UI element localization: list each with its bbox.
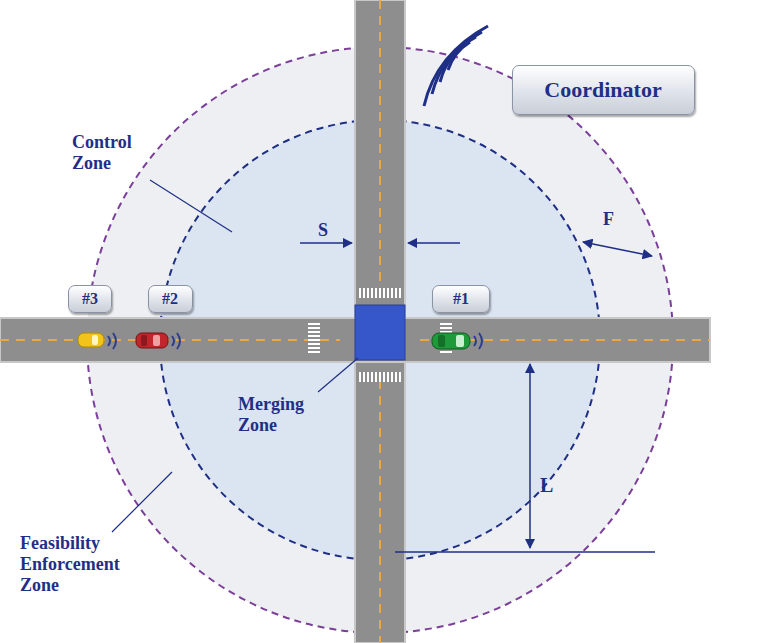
crosswalk-stripe	[359, 288, 361, 298]
crosswalk-stripe	[440, 323, 452, 325]
crosswalk-stripe	[383, 372, 385, 382]
crosswalk-stripe	[371, 288, 373, 298]
crosswalk-stripe	[399, 372, 401, 382]
vehicle-number: #1	[453, 290, 469, 308]
crosswalk-stripe	[363, 288, 365, 298]
crosswalks	[308, 288, 452, 382]
vehicle-tag: #1	[432, 285, 490, 313]
crosswalk-stripe	[387, 288, 389, 298]
dimension-label: S	[318, 220, 338, 241]
crosswalk-stripe	[391, 372, 393, 382]
vehicle-number: #2	[162, 290, 178, 308]
vehicle-tag: #2	[148, 285, 193, 313]
car-signals	[108, 333, 482, 349]
leader-lines	[112, 180, 358, 532]
crosswalk-stripe	[308, 323, 320, 325]
dimension-label: L	[540, 474, 560, 497]
crosswalk-stripe	[308, 343, 320, 345]
zone-label: Merging Zone	[238, 394, 338, 436]
crosswalk-stripe	[359, 372, 361, 382]
zone-label: Control Zone	[72, 132, 172, 174]
crosswalk-stripe	[375, 372, 377, 382]
cars	[78, 333, 470, 349]
crosswalk-stripe	[383, 288, 385, 298]
crosswalk-stripe	[379, 372, 381, 382]
crosswalk-stripe	[391, 288, 393, 298]
crosswalk-stripe	[440, 351, 452, 353]
crosswalk-stripe	[440, 327, 452, 329]
crosswalk-stripe	[367, 288, 369, 298]
coordinator-box: Coordinator	[512, 65, 695, 115]
coordinator-signal	[424, 26, 488, 106]
crosswalk-stripe	[308, 339, 320, 341]
crosswalk-stripe	[308, 347, 320, 349]
crosswalk-stripe	[375, 288, 377, 298]
crosswalk-stripe	[387, 372, 389, 382]
crosswalk-stripe	[363, 372, 365, 382]
merging-zone	[355, 305, 405, 360]
crosswalk-stripe	[395, 288, 397, 298]
crosswalk-stripe	[395, 372, 397, 382]
crosswalk-stripe	[399, 288, 401, 298]
crosswalk-stripe	[379, 288, 381, 298]
vehicle-number: #3	[82, 290, 98, 308]
crosswalk-stripe	[308, 335, 320, 337]
roads	[0, 0, 710, 643]
crosswalk-stripe	[367, 372, 369, 382]
crosswalk-stripe	[308, 351, 320, 353]
dimension-label: F	[603, 209, 623, 230]
crosswalk-stripe	[308, 327, 320, 329]
coordinator-label: Coordinator	[544, 77, 661, 103]
dimension-lines	[300, 242, 655, 552]
vehicle-tag: #3	[68, 285, 112, 313]
zone-label: Feasibility Enforcement Zone	[20, 533, 142, 596]
crosswalk-stripe	[308, 331, 320, 333]
crosswalk-stripe	[371, 372, 373, 382]
